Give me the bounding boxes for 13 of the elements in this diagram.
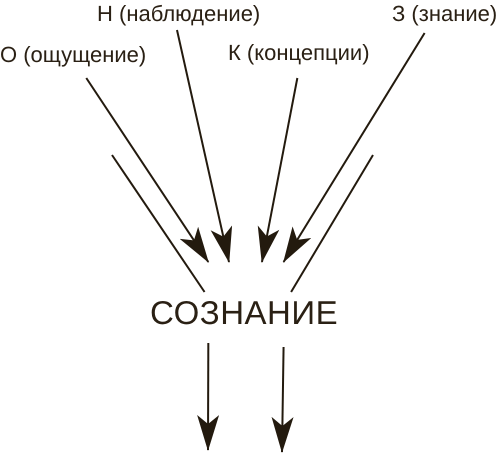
arrow bbox=[197, 343, 220, 451]
arrow bbox=[258, 78, 298, 263]
arrow bbox=[176, 30, 232, 263]
concept-label: К (концепции) bbox=[228, 40, 370, 66]
line bbox=[111, 154, 206, 293]
concept-label: З (знание) bbox=[392, 1, 498, 27]
line bbox=[290, 154, 374, 293]
arrow bbox=[85, 77, 210, 263]
concept-label: Н (наблюдение) bbox=[97, 1, 260, 27]
arrow bbox=[272, 346, 294, 453]
central-concept-label: СОЗНАНИЕ bbox=[150, 296, 338, 329]
arrow bbox=[282, 32, 426, 263]
concept-label: О (ощущение) bbox=[0, 42, 146, 68]
